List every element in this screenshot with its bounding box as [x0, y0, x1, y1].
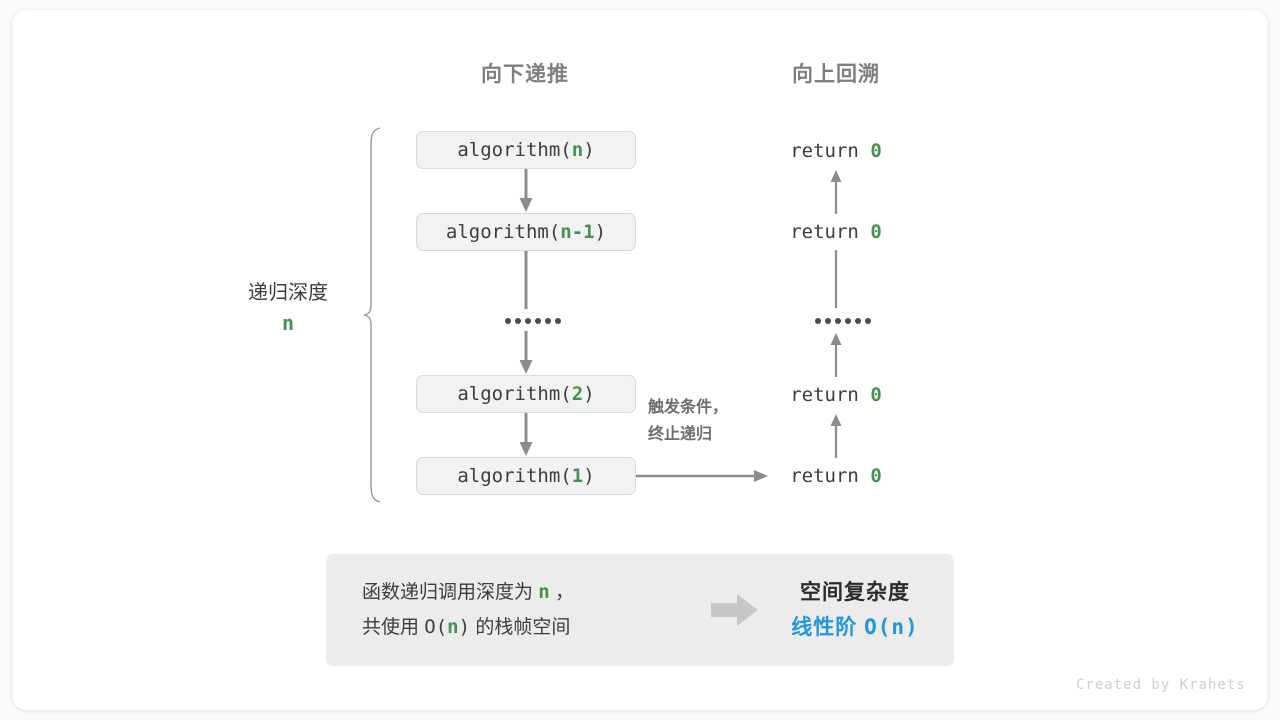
summary-line-1: 函数递归调用深度为 n ，	[362, 575, 692, 610]
column-header-downward: 向下递推	[481, 63, 569, 86]
down-arrow-2	[524, 251, 528, 309]
summary-result-bigo: O(n)	[864, 614, 919, 639]
trigger-condition-note: 触发条件， 终止递归	[648, 394, 728, 448]
up-arrow-3	[830, 333, 842, 377]
summary-result-value: 线性阶 O(n)	[778, 610, 932, 645]
return-keyword: return	[790, 221, 871, 243]
call-box-arg: n	[571, 139, 584, 161]
summary-line2-paren: )	[458, 616, 471, 638]
summary-line2-big-o: O(	[424, 616, 448, 638]
call-box-suffix: )	[594, 221, 607, 243]
call-box-suffix: )	[583, 383, 595, 405]
summary-result: 空间复杂度 线性阶 O(n)	[778, 576, 954, 645]
return-value: 0	[870, 221, 882, 243]
trigger-note-line1: 触发条件，	[648, 399, 729, 416]
call-box-n-minus-1[interactable]: algorithm(n-1)	[416, 213, 636, 251]
recursion-depth-brace	[363, 127, 381, 503]
summary-line2-n: n	[447, 616, 459, 638]
recursion-depth-text: 递归深度	[248, 282, 328, 304]
summary-line-2: 共使用 O(n) 的栈帧空间	[362, 610, 692, 645]
up-arrow-4	[830, 414, 842, 458]
return-value: 0	[870, 384, 882, 406]
up-arrow-2	[834, 250, 838, 308]
summary-line2-text-b: 的栈帧空间	[470, 617, 571, 638]
watermark-credit: Created by Krahets	[1076, 677, 1246, 693]
return-label-1: return 0	[756, 140, 916, 162]
summary-line1-depth: n	[538, 581, 550, 603]
up-arrow-1	[830, 170, 842, 214]
call-box-arg: 1	[571, 465, 584, 487]
call-box-n[interactable]: algorithm(n)	[416, 131, 636, 169]
recursion-depth-value: n	[281, 311, 295, 335]
ellipsis-left	[505, 318, 561, 324]
summary-result-title: 空间复杂度	[800, 580, 910, 604]
return-label-2: return 0	[756, 221, 916, 243]
down-arrow-3	[519, 331, 533, 374]
complexity-summary-panel: 函数递归调用深度为 n ， 共使用 O(n) 的栈帧空间 空间复杂度 线性阶 O…	[326, 554, 954, 666]
return-label-3: return 0	[756, 384, 916, 406]
return-keyword: return	[790, 384, 871, 406]
down-arrow-4	[519, 413, 533, 456]
call-box-suffix: )	[583, 139, 595, 161]
column-header-upward: 向上回溯	[792, 63, 880, 86]
call-box-suffix: )	[583, 465, 595, 487]
down-arrow-1	[519, 169, 533, 212]
summary-arrow-wrap	[692, 593, 778, 627]
call-box-arg: n-1	[560, 221, 595, 243]
call-box-1[interactable]: algorithm(1)	[416, 457, 636, 495]
summary-line1-text-a: 函数递归调用深度为	[362, 582, 539, 603]
trigger-note-line2: 终止递归	[648, 426, 713, 443]
call-box-prefix: algorithm(	[457, 139, 572, 161]
call-box-prefix: algorithm(	[445, 221, 561, 243]
call-box-prefix: algorithm(	[457, 465, 572, 487]
return-label-4: return 0	[756, 465, 916, 487]
ellipsis-right	[815, 318, 871, 324]
summary-description: 函数递归调用深度为 n ， 共使用 O(n) 的栈帧空间	[326, 575, 692, 645]
return-keyword: return	[790, 140, 871, 162]
right-block-arrow-icon	[711, 594, 758, 626]
call-box-2[interactable]: algorithm(2)	[416, 375, 636, 413]
return-value: 0	[870, 465, 882, 487]
summary-line1-text-b: ，	[549, 582, 575, 603]
return-keyword: return	[790, 465, 871, 487]
recursion-depth-label: 递归深度 n	[218, 278, 358, 338]
call-box-arg: 2	[571, 383, 584, 405]
recursion-terminate-arrow	[636, 470, 768, 482]
summary-result-order: 线性阶	[791, 615, 865, 639]
return-value: 0	[870, 140, 882, 162]
summary-line2-text-a: 共使用	[362, 617, 425, 638]
call-box-prefix: algorithm(	[457, 383, 572, 405]
